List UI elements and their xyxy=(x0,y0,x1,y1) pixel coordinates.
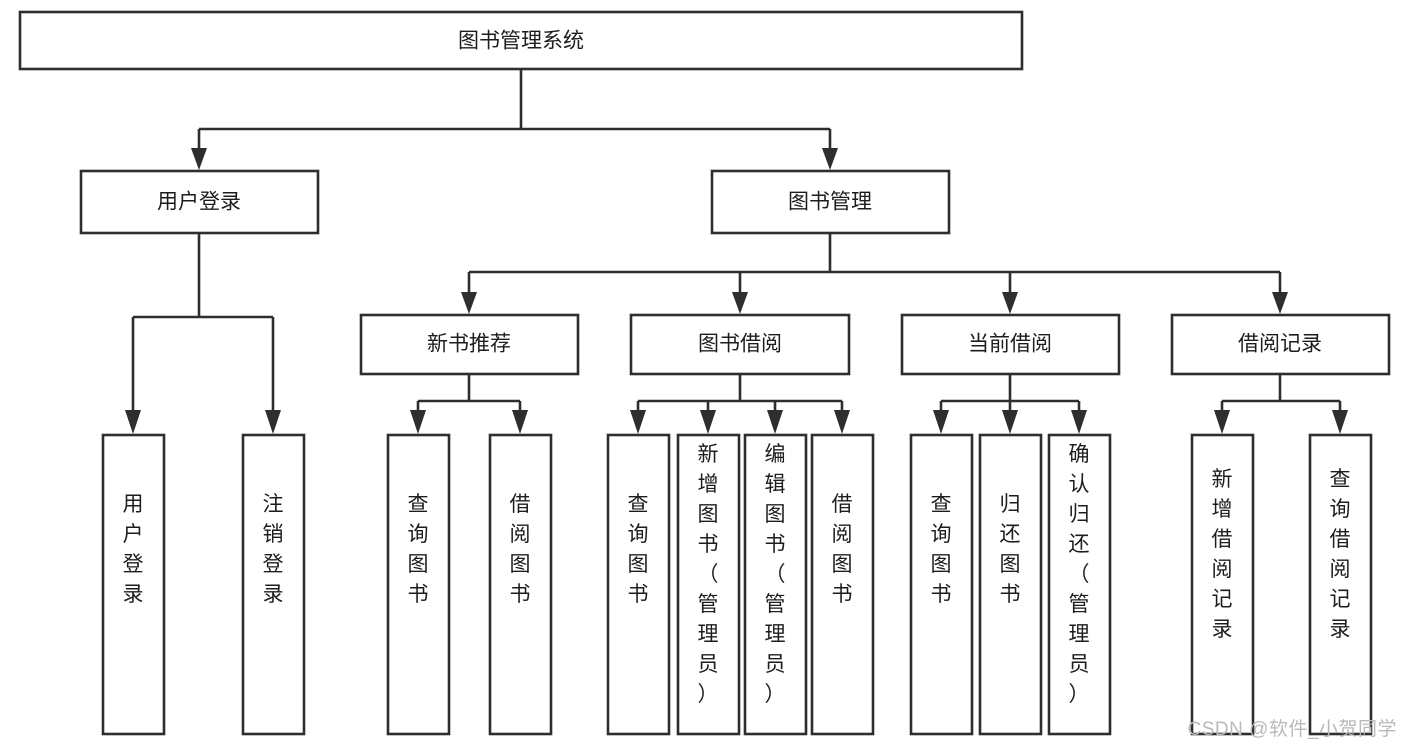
node-leaf-confirm-return-box[interactable] xyxy=(1047,433,1112,736)
arrow-head-leaf-user-login xyxy=(125,410,141,434)
node-leaf-user-logout-box[interactable] xyxy=(241,433,306,736)
node-leaf-query-record-label: 查询借阅记录 xyxy=(1330,468,1351,641)
arrow-head-leaf-edit-book xyxy=(767,410,783,434)
arrow-head-borrow-record xyxy=(1272,292,1288,314)
arrow-head-leaf-query-book-1 xyxy=(410,410,426,434)
arrow-head-book-management xyxy=(822,148,838,170)
node-user-login-label: 用户登录 xyxy=(157,191,241,214)
connectors-current-borrow-to-leaves xyxy=(933,374,1087,434)
node-leaf-confirm-return-label: 确认归还（管理员） xyxy=(1069,443,1090,706)
node-book-borrow-box[interactable] xyxy=(629,313,851,376)
node-leaf-query-book-2-box[interactable] xyxy=(606,433,671,736)
node-leaf-borrow-book-1-box[interactable] xyxy=(488,433,553,736)
node-leaf-query-record[interactable]: 查询借阅记录 xyxy=(1308,433,1373,736)
node-root-label: 图书管理系统 xyxy=(458,30,584,53)
node-leaf-borrow-book-1[interactable]: 借阅图书 xyxy=(488,433,553,736)
node-leaf-user-login-box[interactable] xyxy=(101,433,166,736)
node-leaf-user-logout[interactable]: 注销登录 xyxy=(241,433,306,736)
node-leaf-query-book-3-box[interactable] xyxy=(909,433,974,736)
node-leaf-borrow-book-2-box[interactable] xyxy=(810,433,875,736)
node-leaf-edit-book-label: 编辑图书（管理员） xyxy=(765,443,786,706)
node-leaf-add-record-box[interactable] xyxy=(1190,433,1255,736)
node-leaf-query-book-1[interactable]: 查询图书 xyxy=(386,433,451,736)
arrow-head-new-book-recommend xyxy=(461,292,477,314)
node-leaf-query-book-1-label: 查询图书 xyxy=(408,493,429,606)
node-leaf-add-book-label: 新增图书（管理员） xyxy=(698,443,719,706)
node-book-borrow-label: 图书借阅 xyxy=(698,333,782,356)
connectors-book-borrow-to-leaves xyxy=(630,374,850,434)
node-user-login-box[interactable] xyxy=(79,169,320,235)
node-current-borrow-label: 当前借阅 xyxy=(968,333,1052,356)
arrow-head-leaf-add-record xyxy=(1214,410,1230,434)
node-leaf-borrow-book-1-label: 借阅图书 xyxy=(510,493,531,606)
arrow-head-leaf-confirm-return xyxy=(1071,410,1087,434)
node-book-borrow[interactable]: 图书借阅 xyxy=(629,313,851,376)
node-borrow-record-label: 借阅记录 xyxy=(1238,333,1322,356)
node-borrow-record-box[interactable] xyxy=(1170,313,1391,376)
arrow-head-current-borrow xyxy=(1002,292,1018,314)
arrow-head-user-login xyxy=(191,148,207,170)
arrow-head-leaf-query-book-3 xyxy=(933,410,949,434)
csdn-watermark: CSDN @软件_小贺同学 xyxy=(1187,719,1397,740)
arrow-head-leaf-query-record xyxy=(1332,410,1348,434)
node-leaf-add-record-label: 新增借阅记录 xyxy=(1212,468,1233,641)
connectors-borrow-record-to-leaves xyxy=(1214,374,1348,434)
connectors-new-book-recommend-to-leaves xyxy=(410,374,528,434)
node-leaf-query-book-2-label: 查询图书 xyxy=(628,493,649,606)
node-leaf-confirm-return[interactable]: 确认归还（管理员） xyxy=(1047,433,1112,736)
node-leaf-user-login-label: 用户登录 xyxy=(123,493,144,606)
node-current-borrow-box[interactable] xyxy=(900,313,1121,376)
arrow-head-leaf-return-book xyxy=(1002,410,1018,434)
node-leaf-query-book-1-box[interactable] xyxy=(386,433,451,736)
node-leaf-edit-book-box[interactable] xyxy=(743,433,808,736)
node-new-book-recommend-label: 新书推荐 xyxy=(427,333,511,356)
connectors-root-to-level2 xyxy=(191,69,838,170)
connectors-user-login-to-leaves xyxy=(125,233,281,434)
arrow-head-leaf-add-book xyxy=(700,410,716,434)
arrow-head-leaf-borrow-book-1 xyxy=(512,410,528,434)
node-new-book-recommend-box[interactable] xyxy=(359,313,580,376)
node-leaf-user-logout-label: 注销登录 xyxy=(263,493,284,606)
node-leaf-query-record-box[interactable] xyxy=(1308,433,1373,736)
arrow-head-leaf-query-book-2 xyxy=(630,410,646,434)
node-book-management-box[interactable] xyxy=(710,169,951,235)
node-leaf-add-book-box[interactable] xyxy=(676,433,741,736)
node-root[interactable]: 图书管理系统 xyxy=(18,10,1024,71)
connectors-book-management-to-level3 xyxy=(461,233,1288,314)
node-book-management-label: 图书管理 xyxy=(788,191,872,214)
node-new-book-recommend[interactable]: 新书推荐 xyxy=(359,313,580,376)
node-leaf-user-login[interactable]: 用户登录 xyxy=(101,433,166,736)
node-leaf-query-book-3-label: 查询图书 xyxy=(931,493,952,606)
node-user-login[interactable]: 用户登录 xyxy=(79,169,320,235)
node-leaf-return-book[interactable]: 归还图书 xyxy=(978,433,1043,736)
node-borrow-record[interactable]: 借阅记录 xyxy=(1170,313,1391,376)
node-leaf-query-book-3[interactable]: 查询图书 xyxy=(909,433,974,736)
node-leaf-borrow-book-2[interactable]: 借阅图书 xyxy=(810,433,875,736)
node-current-borrow[interactable]: 当前借阅 xyxy=(900,313,1121,376)
arrow-head-leaf-user-logout xyxy=(265,410,281,434)
arrow-head-leaf-borrow-book-2 xyxy=(834,410,850,434)
node-root-box[interactable] xyxy=(18,10,1024,71)
node-leaf-query-book-2[interactable]: 查询图书 xyxy=(606,433,671,736)
node-leaf-add-record[interactable]: 新增借阅记录 xyxy=(1190,433,1255,736)
node-book-management[interactable]: 图书管理 xyxy=(710,169,951,235)
node-leaf-borrow-book-2-label: 借阅图书 xyxy=(832,493,853,606)
node-leaf-edit-book[interactable]: 编辑图书（管理员） xyxy=(743,433,808,736)
node-leaf-return-book-box[interactable] xyxy=(978,433,1043,736)
node-leaf-return-book-label: 归还图书 xyxy=(1000,493,1021,606)
node-leaf-add-book[interactable]: 新增图书（管理员） xyxy=(676,433,741,736)
arrow-head-book-borrow xyxy=(732,292,748,314)
